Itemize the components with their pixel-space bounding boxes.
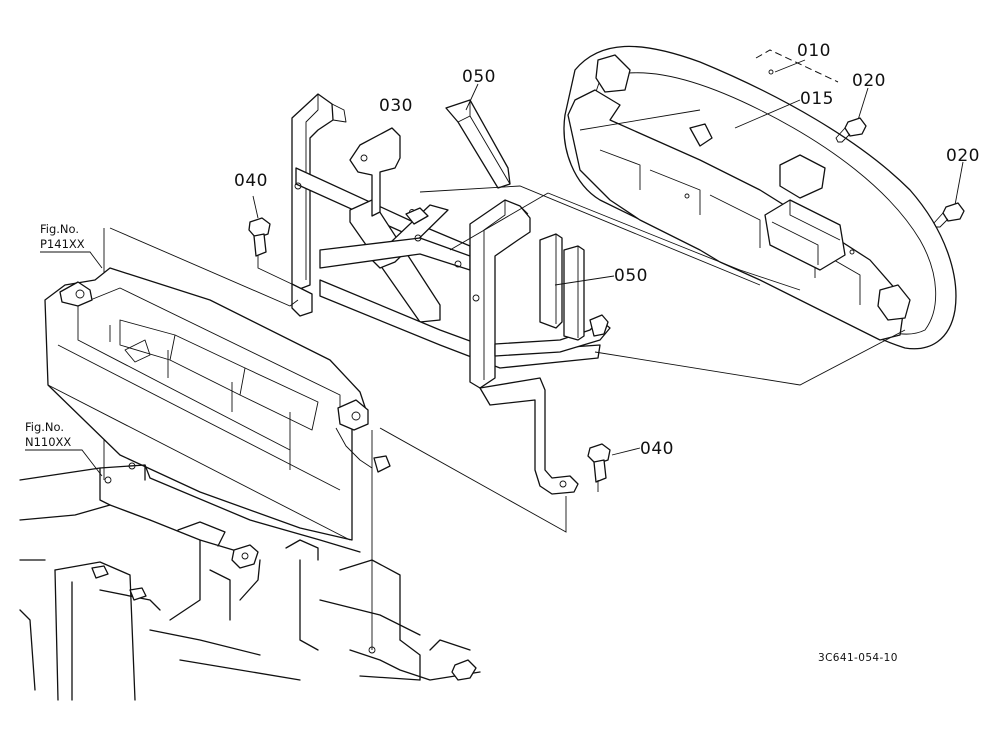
part-label-015: 015: [800, 89, 834, 109]
fig-ref-label-2: Fig.No.: [25, 420, 64, 434]
figure-reference-p141[interactable]: Fig.No. P141XX: [40, 222, 103, 269]
part-label-040-right: 040: [640, 439, 674, 459]
meter-bracket: [291, 93, 611, 495]
part-label-020-lower: 020: [946, 146, 980, 166]
dash-panel-cover: [44, 267, 391, 541]
fig-ref-leader-2: [25, 449, 103, 477]
lower-frame-structure: [19, 462, 481, 701]
part-015-leader: [734, 99, 801, 129]
part-labels: 010 015 020 020 030 040 040 050 050: [234, 41, 980, 459]
part-010-group-bracket: [755, 49, 839, 83]
part-label-010: 010: [797, 41, 831, 61]
part-label-040-left: 040: [234, 171, 268, 191]
fig-ref-label-1: Fig.No.: [40, 222, 79, 236]
cushion-050-lower: [539, 233, 615, 341]
instrument-panel-meter: [563, 45, 957, 350]
part-label-050-lower: 050: [614, 266, 648, 286]
bolt-040-right: [587, 443, 641, 483]
part-label-030: 030: [379, 96, 413, 116]
figure-reference-n110[interactable]: Fig.No. N110XX: [25, 420, 103, 477]
bolt-020-upper: [835, 87, 869, 143]
diagram-code: 3C641-054-10: [818, 652, 898, 664]
part-010-leader: [774, 59, 806, 73]
part-label-020-upper: 020: [852, 71, 886, 91]
fig-ref-leader-1: [40, 251, 103, 269]
cushion-050-upper: [445, 83, 511, 189]
alignment-lines: [103, 109, 906, 650]
bolt-020-lower: [933, 161, 965, 228]
fig-ref-code-2: N110XX: [25, 435, 71, 449]
bolt-040-left: [248, 195, 271, 257]
fig-ref-code-1: P141XX: [40, 237, 85, 251]
part-label-050-upper: 050: [462, 67, 496, 87]
